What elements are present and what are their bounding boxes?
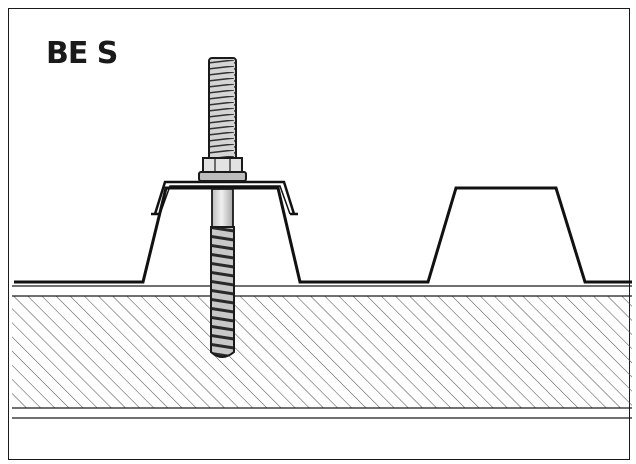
trapezoidal-sheet-profile <box>14 186 632 284</box>
diagram-title: BE S <box>46 36 118 71</box>
washer <box>198 171 247 182</box>
threaded-rod <box>208 57 237 161</box>
hex-nut <box>202 157 243 173</box>
concrete-substrate <box>12 295 632 409</box>
bolt-shank <box>211 188 234 228</box>
screw-anchor <box>198 57 247 358</box>
screw-thread <box>210 226 235 358</box>
